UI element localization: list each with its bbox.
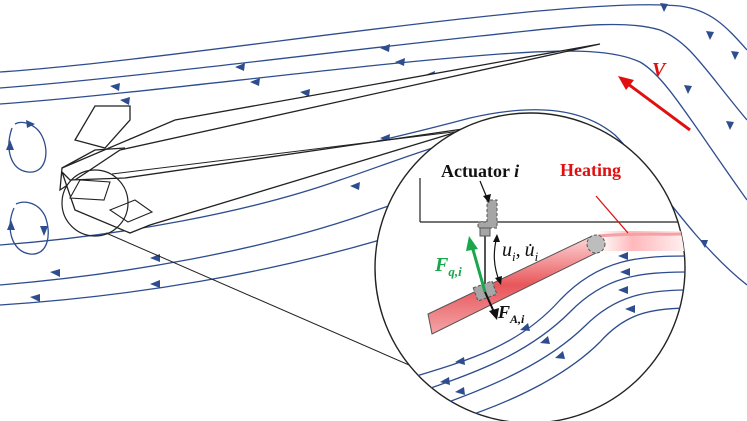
flap-hinge xyxy=(586,234,606,254)
force-q-arrow xyxy=(470,245,487,293)
streamline-7 xyxy=(0,239,381,306)
zoom-source-circle xyxy=(61,169,129,237)
streamline-3 xyxy=(0,50,747,201)
airfoil-lower-body xyxy=(61,127,471,234)
streamline-1 xyxy=(0,4,747,73)
force-a-arrow xyxy=(484,291,495,313)
front-block xyxy=(74,105,131,149)
vortex-lower xyxy=(9,201,49,255)
vortex-upper xyxy=(8,121,47,173)
airfoil-upper-surface xyxy=(59,43,601,192)
vortex-arrowheads xyxy=(6,120,48,236)
velocity-label: V xyxy=(652,59,667,81)
vortices xyxy=(8,121,49,255)
zoom-content xyxy=(409,178,685,421)
leading-details xyxy=(69,179,154,223)
zoom-connectors xyxy=(105,124,511,386)
front-block-edge xyxy=(61,147,126,169)
flap-strip xyxy=(427,234,606,335)
inner-arrowheads xyxy=(440,252,635,395)
force-q-label: Fq,i xyxy=(434,254,462,279)
heating-label: Heating xyxy=(560,160,621,180)
displacement-label: ui,u̇i xyxy=(502,239,539,264)
heating-pointer xyxy=(595,195,629,234)
velocity-arrow xyxy=(618,76,691,132)
force-a-label: FA,i xyxy=(497,302,525,326)
airfoil xyxy=(59,43,601,234)
streamline-2 xyxy=(0,23,747,121)
actuator-label: Actuator i xyxy=(441,161,519,181)
